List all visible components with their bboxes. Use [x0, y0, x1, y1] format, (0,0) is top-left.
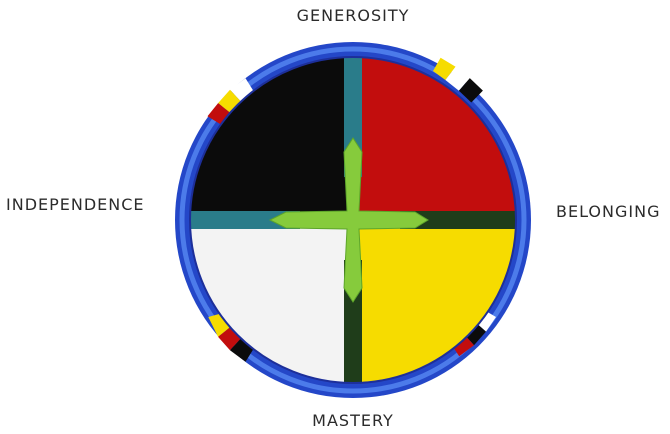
quadrant-bottom-left: [190, 220, 353, 383]
quadrant-top-left: [190, 57, 353, 220]
quadrant-bottom-right: [353, 220, 516, 383]
quadrant-top-right: [353, 57, 516, 220]
